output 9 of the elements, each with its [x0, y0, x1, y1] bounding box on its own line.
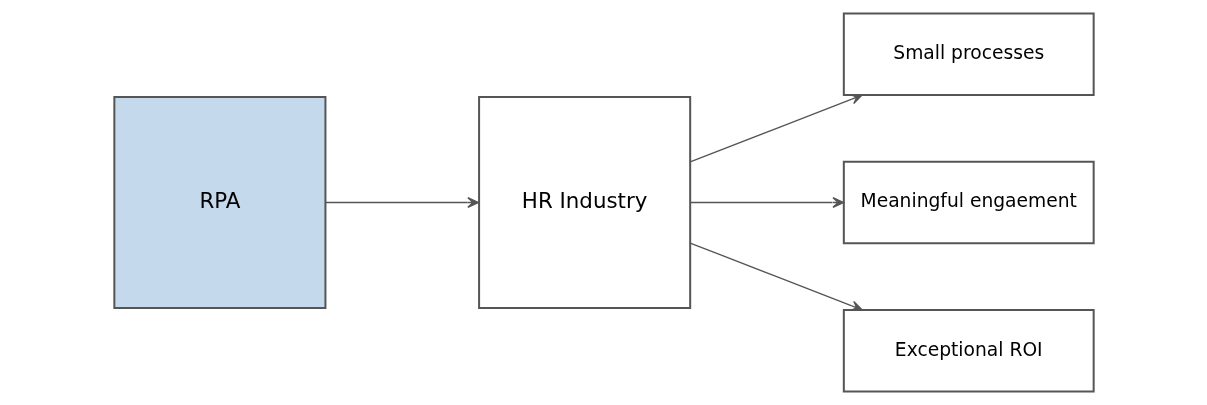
arrow — [689, 197, 844, 208]
node-box: Exceptional ROI — [842, 309, 1095, 393]
node-box: HR Industry — [477, 95, 691, 310]
arrow — [324, 197, 479, 208]
arrow — [689, 242, 863, 312]
node-box: Small processes — [842, 12, 1095, 96]
node-box: RPA — [112, 95, 326, 310]
arrow — [689, 93, 863, 163]
node-box: Meaningful engaement — [842, 160, 1095, 245]
